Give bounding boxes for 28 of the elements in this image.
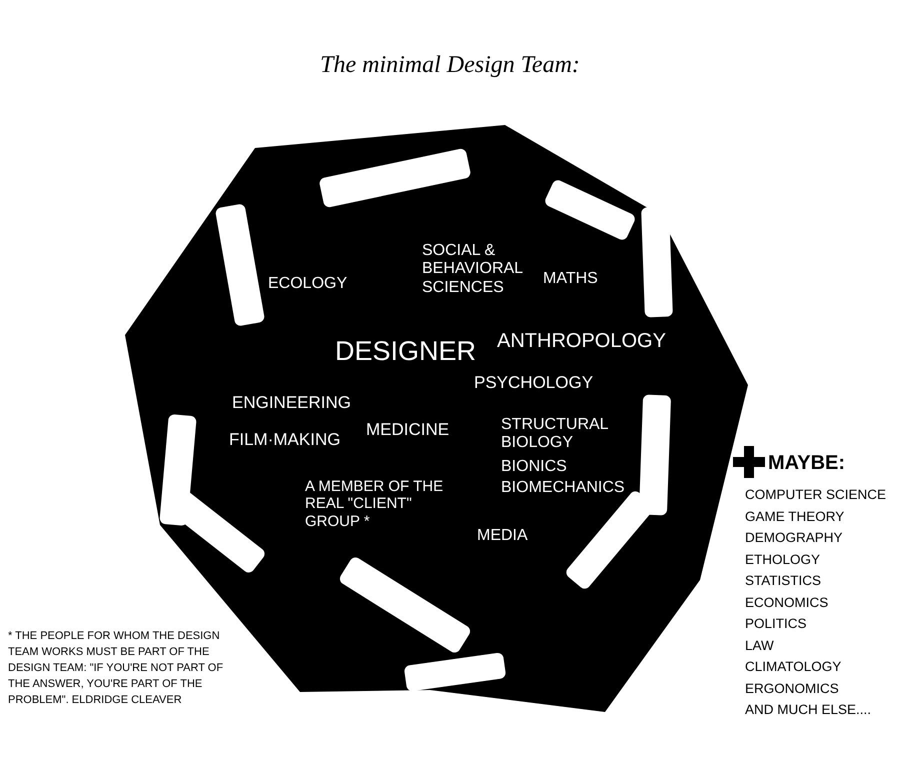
- discipline-label: ECOLOGY: [268, 275, 348, 294]
- discipline-label: FILM·MAKING: [229, 430, 340, 450]
- discipline-list-item: COMPUTER SCIENCE: [745, 486, 886, 504]
- discipline-list-item: GAME THEORY: [745, 508, 844, 526]
- discipline-label: SOCIAL & BEHAVIORAL SCIENCES: [422, 242, 524, 298]
- footnote: * THE PEOPLE FOR WHOM THE DESIGN TEAM WORKS MUST BE PART OF THE DESIGN TEAM: "IF YOU'RE NOT PART OF THE ANSWER, YOU'RE PART OF THE PROBLEM". ELDRIDGE CLEAVER: [8, 629, 224, 708]
- discipline-label: MATHS: [543, 270, 598, 288]
- discipline-list-item: DEMOGRAPHY: [745, 529, 843, 547]
- discipline-label: A MEMBER OF THE REAL "CLIENT" GROUP *: [305, 478, 444, 530]
- discipline-list-item: POLITICS: [745, 615, 807, 633]
- maybe-heading: MAYBE:: [768, 452, 846, 475]
- discipline-label: BIOMECHANICS: [501, 479, 625, 498]
- discipline-list-item: ECONOMICS: [745, 594, 828, 612]
- discipline-label: MEDIA: [477, 527, 528, 546]
- title: The minimal Design Team:: [319, 52, 581, 79]
- discipline-list-item: LAW: [745, 636, 774, 654]
- discipline-label: ANTHROPOLOGY: [497, 330, 666, 353]
- discipline-label: BIONICS: [501, 458, 567, 476]
- discipline-label: PSYCHOLOGY: [474, 373, 594, 393]
- discipline-list-item: ETHOLOGY: [745, 550, 820, 568]
- discipline-list-item: STATISTICS: [745, 572, 822, 590]
- discipline-list-item: ERGONOMICS: [745, 680, 839, 698]
- discipline-label: ENGINEERING: [232, 393, 352, 413]
- discipline-list-item: CLIMATOLOGY: [745, 658, 842, 676]
- discipline-label: MEDICINE: [366, 420, 450, 440]
- discipline-label: STRUCTURAL BIOLOGY: [501, 416, 609, 453]
- center-heading: DESIGNER: [335, 336, 476, 368]
- discipline-list-item: AND MUCH ELSE....: [745, 701, 872, 719]
